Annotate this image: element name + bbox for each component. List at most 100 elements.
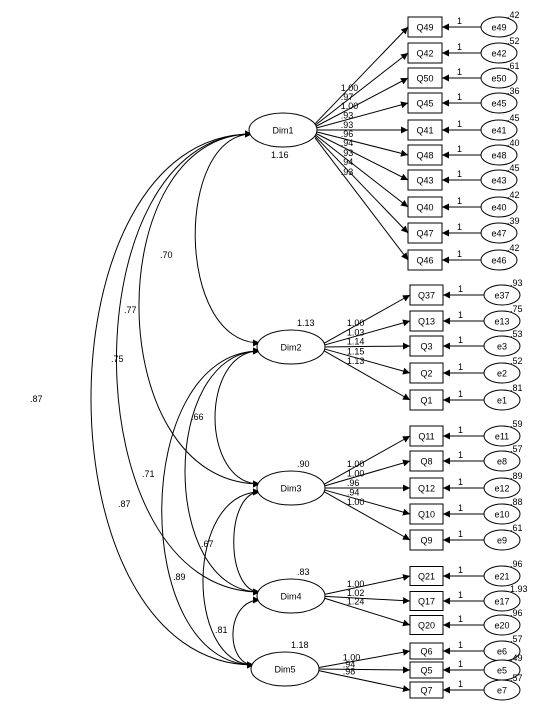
latent-factor-label-dim3: Dim3 xyxy=(280,484,301,494)
error-path-fixed-label-e3: 1 xyxy=(458,335,463,345)
loading-label-q5: .94 xyxy=(343,659,356,669)
error-variance-e47: .39 xyxy=(507,216,520,226)
indicator-box-q42 xyxy=(407,42,443,64)
loading-path-q37 xyxy=(322,294,411,345)
indicator-label-q46: Q46 xyxy=(416,256,433,266)
covariance-arc-dim2-dim5 xyxy=(161,347,261,669)
indicator-box-q6 xyxy=(409,642,444,660)
indicator-box-q49 xyxy=(407,16,443,38)
covariance-arc-dim1-dim2 xyxy=(194,130,261,347)
error-label-e42: e42 xyxy=(491,49,506,59)
covariance-label-dim2-dim4: .71 xyxy=(142,469,155,479)
error-path-fixed-label-e6: 1 xyxy=(458,640,463,650)
loading-path-q2 xyxy=(322,348,411,375)
error-label-e5: e5 xyxy=(497,666,507,676)
loading-path-q6 xyxy=(316,648,411,669)
latent-factor-label-dim1: Dim1 xyxy=(272,126,293,136)
indicator-label-q8: Q8 xyxy=(420,457,432,467)
latent-factor-dim3 xyxy=(256,470,326,506)
error-path-fixed-label-e11: 1 xyxy=(458,425,463,435)
latent-factor-label-dim4: Dim4 xyxy=(280,592,301,602)
indicator-box-q47 xyxy=(407,222,443,244)
error-term-e20 xyxy=(483,614,521,636)
loading-path-q20 xyxy=(322,597,411,627)
error-path-fixed-label-e10: 1 xyxy=(458,503,463,513)
error-variance-e5: .49 xyxy=(510,653,523,663)
covariance-label-dim1-dim5: .87 xyxy=(30,394,43,404)
loading-label-q17: 1.02 xyxy=(347,588,365,598)
indicator-label-q5: Q5 xyxy=(420,666,432,676)
indicator-box-q48 xyxy=(407,144,443,166)
error-term-e7 xyxy=(483,679,521,701)
error-path-fixed-label-e12: 1 xyxy=(458,477,463,487)
error-path-fixed-label-e43: 1 xyxy=(457,169,462,179)
error-variance-e20: .96 xyxy=(510,608,523,618)
error-variance-e50: .61 xyxy=(507,61,520,71)
indicator-box-q40 xyxy=(407,196,443,218)
indicator-label-q7: Q7 xyxy=(420,686,432,696)
loading-path-q47 xyxy=(314,135,409,234)
error-variance-e41: .45 xyxy=(507,113,520,123)
latent-factor-dim5 xyxy=(250,651,320,687)
error-label-e48: e48 xyxy=(491,151,506,161)
error-label-e10: e10 xyxy=(494,510,509,520)
error-path-fixed-label-e5: 1 xyxy=(458,659,463,669)
indicator-label-q50: Q50 xyxy=(416,74,433,84)
indicator-box-q43 xyxy=(407,169,443,191)
loading-label-q40: .93 xyxy=(341,148,354,158)
error-path-fixed-label-e41: 1 xyxy=(457,119,462,129)
loading-label-q47: .94 xyxy=(341,157,354,167)
error-variance-e43: .45 xyxy=(507,163,520,173)
error-term-e50 xyxy=(480,67,518,89)
error-path-fixed-label-e17: 1 xyxy=(458,590,463,600)
loading-path-q17 xyxy=(322,595,411,605)
indicator-label-q1: Q1 xyxy=(420,396,432,406)
error-term-e46 xyxy=(480,249,518,271)
indicator-label-q47: Q47 xyxy=(416,229,433,239)
factor-variance-dim3: .90 xyxy=(297,459,310,469)
error-variance-e17: 1.93 xyxy=(510,584,528,594)
factor-variance-dim2: 1.13 xyxy=(297,318,315,328)
covariance-arc-dim3-dim4 xyxy=(233,488,261,596)
error-label-e37: e37 xyxy=(494,291,509,301)
error-term-e48 xyxy=(480,144,518,166)
indicator-box-q37 xyxy=(409,284,444,306)
error-label-e47: e47 xyxy=(491,229,506,239)
loading-path-q1 xyxy=(322,349,411,401)
loading-label-q2: 1.15 xyxy=(347,346,365,356)
indicator-box-q12 xyxy=(409,477,444,499)
indicator-label-q3: Q3 xyxy=(420,342,432,352)
error-path-fixed-label-e49: 1 xyxy=(457,16,462,26)
error-label-e3: e3 xyxy=(497,342,507,352)
loading-path-q45 xyxy=(314,101,409,129)
covariance-label-dim2-dim5: .87 xyxy=(118,499,131,509)
error-path-fixed-label-e46: 1 xyxy=(457,249,462,259)
error-variance-e3: .53 xyxy=(510,329,523,339)
latent-factor-label-dim2: Dim2 xyxy=(280,343,301,353)
covariance-label-dim3-dim4: .67 xyxy=(201,539,214,549)
error-term-e3 xyxy=(483,335,521,357)
error-variance-e46: .42 xyxy=(507,243,520,253)
loading-label-q21: 1.00 xyxy=(347,579,365,589)
indicator-label-q37: Q37 xyxy=(418,291,435,301)
latent-factor-dim1 xyxy=(248,112,318,148)
factor-variance-dim1: 1.16 xyxy=(271,150,289,160)
covariance-arc-dim3-dim5 xyxy=(202,488,261,669)
error-label-e2: e2 xyxy=(497,369,507,379)
error-term-e13 xyxy=(483,310,521,332)
error-path-fixed-label-e1: 1 xyxy=(458,389,463,399)
loading-path-q43 xyxy=(314,132,409,181)
indicator-label-q48: Q48 xyxy=(416,151,433,161)
error-term-e41 xyxy=(480,119,518,141)
error-path-fixed-label-e50: 1 xyxy=(457,67,462,77)
loading-label-q42: .97 xyxy=(341,92,354,102)
loading-path-q10 xyxy=(322,489,411,516)
loading-label-q20: 1.24 xyxy=(347,596,365,606)
error-variance-e21: .96 xyxy=(510,559,523,569)
error-variance-e1: .81 xyxy=(510,383,523,393)
error-term-e11 xyxy=(483,425,521,447)
indicator-label-q43: Q43 xyxy=(416,176,433,186)
indicator-box-q21 xyxy=(409,566,444,586)
latent-factor-dim4 xyxy=(256,578,326,614)
